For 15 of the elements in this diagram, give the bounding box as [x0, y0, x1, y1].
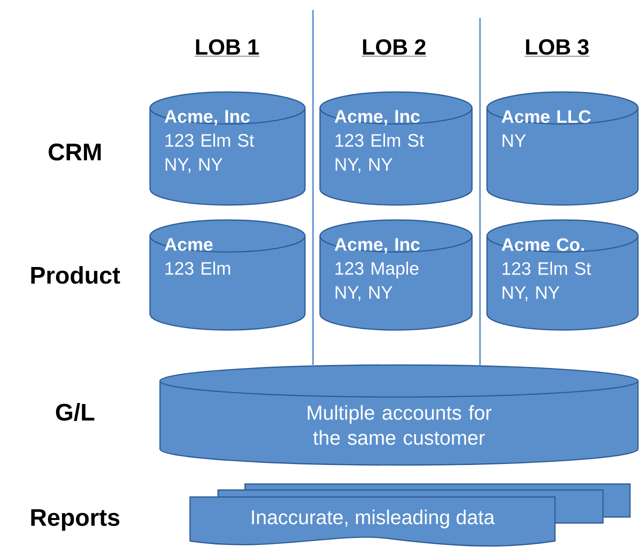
row-label: Product [31, 266, 120, 284]
row-label: CRM [48, 144, 101, 160]
database-cylinder: Acme 123 Elm [149, 219, 306, 331]
column-header: LOB 2 [361, 39, 427, 56]
database-cylinder: Acme, Inc 123 Maple NY, NY [319, 219, 473, 331]
database-cylinder: Acme, Inc 123 Elm St NY, NY [319, 91, 473, 206]
database-cylinder: Acme LLC NY [486, 91, 639, 206]
column-header: LOB 1 [194, 39, 260, 56]
database-cylinder: Multiple accounts for the same customer [159, 364, 639, 466]
database-cylinder: Acme, Inc 123 Elm St NY, NY [149, 91, 306, 206]
row-label: G/L [56, 403, 94, 421]
database-cylinder: Acme Co. 123 Elm St NY, NY [486, 219, 639, 331]
column-header: LOB 3 [524, 39, 590, 56]
row-label: Reports [31, 509, 120, 531]
document-stack: Inaccurate, misleading data [189, 483, 631, 547]
